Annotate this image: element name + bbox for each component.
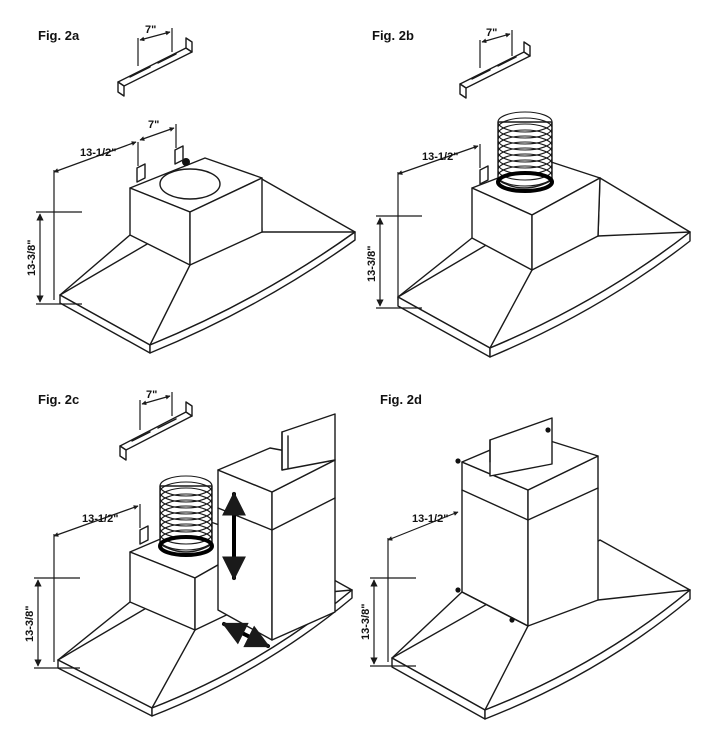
duct-box <box>129 157 263 266</box>
figure-2b: Fig. 2b 7" <box>366 27 691 358</box>
figure-2a-label: Fig. 2a <box>38 28 80 43</box>
wall-bracket: 7" <box>117 24 193 97</box>
width-dim: 13-1/2" <box>412 513 448 525</box>
height-dim: 13-3/8" <box>24 606 36 642</box>
mounting-clips <box>139 525 149 545</box>
height-dim: 13-3/8" <box>366 246 378 282</box>
figure-2c: Fig. 2c 7" <box>24 389 353 717</box>
figure-2d-label: Fig. 2d <box>380 392 422 407</box>
figure-2c-label: Fig. 2c <box>38 392 79 407</box>
width-dim: 13-1/2" <box>422 151 458 163</box>
chimney-assembled <box>455 417 599 627</box>
dimension-lines: 13-1/2" 7" 13-3/8" <box>26 119 177 305</box>
top-spacing-dim: 7" <box>148 119 159 131</box>
wall-bracket: 7" <box>119 389 193 461</box>
height-dim: 13-3/8" <box>26 240 38 276</box>
figure-2a: Fig. 2a 7" <box>26 24 356 354</box>
bracket-spacing-dim: 7" <box>486 27 497 39</box>
dimension-lines: 13-1/2" 13-3/8" <box>366 144 481 309</box>
figure-2b-label: Fig. 2b <box>372 28 414 43</box>
chimney-cover <box>217 413 336 648</box>
height-dim: 13-3/8" <box>360 604 372 640</box>
mounting-clips <box>136 145 184 183</box>
bracket-spacing-dim: 7" <box>146 389 157 401</box>
flexible-duct <box>496 111 554 193</box>
duct-opening <box>159 168 221 200</box>
bracket-spacing-dim: 7" <box>145 24 156 36</box>
mounting-clips <box>479 165 489 185</box>
width-dim: 13-1/2" <box>80 147 116 159</box>
figure-2d: Fig. 2d 13-1/2" <box>360 392 691 720</box>
flexible-duct <box>158 475 214 557</box>
dimension-lines: 13-1/2" 13-3/8" <box>360 511 459 667</box>
wall-bracket: 7" <box>459 27 531 99</box>
duct-box <box>471 159 601 271</box>
width-dim: 13-1/2" <box>82 513 118 525</box>
dimension-lines: 13-1/2" 13-3/8" <box>24 504 141 669</box>
screw-hole <box>182 158 190 166</box>
hood-canopy <box>391 539 691 720</box>
